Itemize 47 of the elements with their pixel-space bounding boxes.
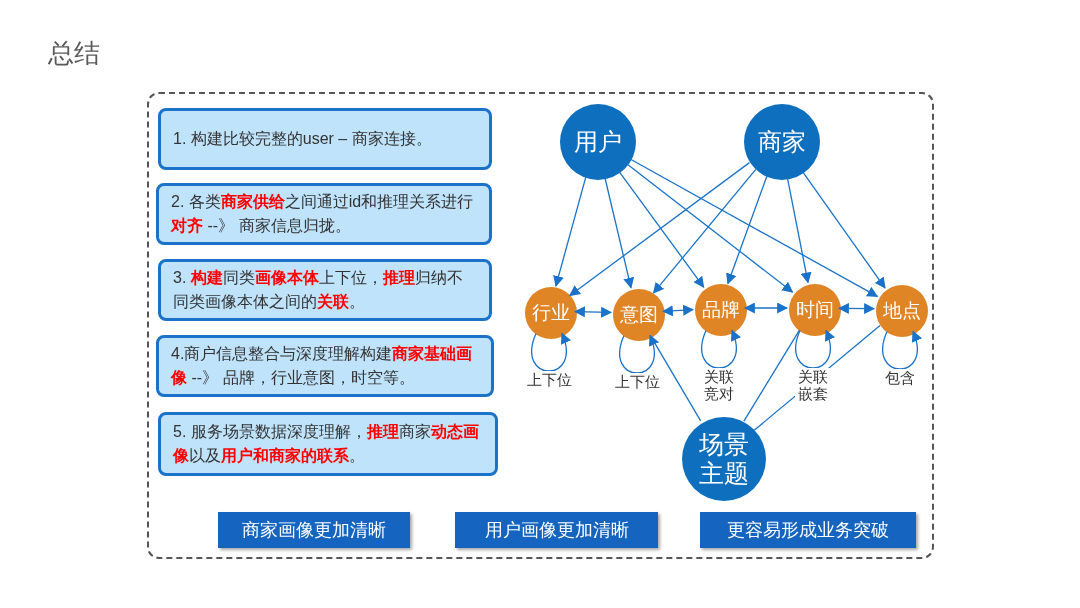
arrow [726, 175, 768, 285]
node-label: 用户画像更加清晰 [484, 518, 629, 542]
summary-card [158, 412, 498, 476]
arrow [625, 162, 794, 293]
node-label: 时间 [796, 297, 834, 322]
node-label: 意图 [620, 302, 658, 327]
summary-card [158, 108, 492, 170]
summary-text: 1. 构建比较完整的user – 商家连接。 [173, 129, 432, 149]
summary-card [156, 335, 494, 397]
arrow [652, 168, 757, 294]
arrow [628, 157, 879, 297]
summary-text: 4.商户信息整合与深度理解构建商家基础画像 --》 品牌，行业意图，时空等。 [171, 344, 474, 388]
summary-card [158, 259, 492, 321]
summary-text: 5. 服务场景数据深度理解，推理商家动态画像以及用户和商家的联系。 [173, 422, 480, 466]
summary-card [156, 183, 492, 245]
arrow [604, 176, 635, 289]
node-label: 更容易形成业务突破 [727, 518, 889, 542]
arrow [573, 306, 613, 318]
loop-arrow [619, 334, 659, 374]
arrow [837, 302, 876, 315]
result-banner [218, 512, 410, 548]
arrow [743, 302, 789, 314]
node-label: 行业 [532, 300, 570, 325]
page-title: 总结 [48, 37, 100, 70]
arrow [553, 176, 587, 287]
node-label: 地点 [883, 298, 921, 323]
node-label: 商家画像更加清晰 [242, 518, 386, 542]
loop-arrow [531, 332, 571, 372]
edge-label: 关联嵌套 [795, 368, 831, 403]
edge-label: 关联竞对 [701, 368, 737, 403]
arrow [617, 170, 705, 288]
result-banner [455, 512, 658, 548]
node-label: 品牌 [702, 297, 740, 322]
arrow [569, 161, 751, 297]
result-banner [700, 512, 916, 548]
dashed-frame [147, 92, 934, 559]
summary-text: 3. 构建同类画像本体上下位，推理归纳不同类画像本体之间的关联。 [173, 268, 464, 312]
node-label: 商家 [758, 127, 806, 157]
summary-text: 2. 各类商家供给之间通过id和推理关系进行对齐 --》 商家信息归拢。 [171, 192, 475, 236]
node-label: 用户 [574, 127, 622, 157]
node-label: 场景主题 [698, 430, 750, 488]
arrow [801, 170, 886, 289]
arrow [661, 304, 695, 317]
loop-arrow [795, 329, 835, 369]
loop-arrow [701, 329, 741, 369]
arrow [786, 176, 812, 284]
loop-arrow [882, 330, 922, 370]
